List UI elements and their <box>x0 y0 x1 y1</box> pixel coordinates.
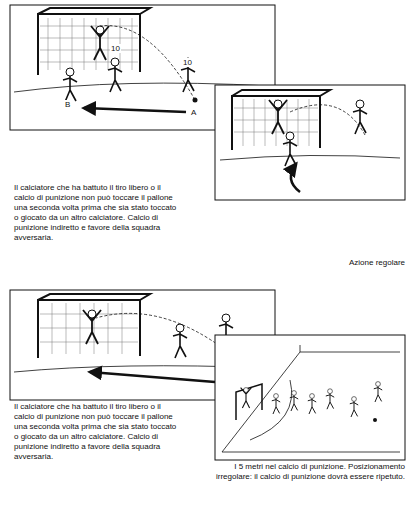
panel-3-part <box>96 313 228 352</box>
panel-2-part <box>283 132 297 166</box>
panel-1-part <box>40 18 138 70</box>
panel-4-part-part <box>241 388 252 408</box>
panel-4 <box>215 335 405 460</box>
rule-note: Il calciatore che ha battuto il tiro lib… <box>14 402 179 462</box>
panel-1-part <box>63 68 77 102</box>
panel-2-part <box>232 90 330 150</box>
point-letter: B <box>64 100 71 109</box>
panel-4-part-part <box>308 394 316 414</box>
panel-4-part <box>250 380 292 440</box>
jersey-number: 10 <box>182 58 193 67</box>
panel-1-part <box>84 108 186 112</box>
panel-1-part <box>38 8 150 75</box>
panel-2-part <box>290 105 365 135</box>
panel-4-part <box>373 418 377 422</box>
panel-4-part-part <box>272 394 280 414</box>
panel-4-part-part <box>374 382 382 402</box>
panel-3-part <box>173 324 187 358</box>
panel-4-part <box>215 335 405 460</box>
panel-2 <box>215 85 405 200</box>
panel-3-part <box>40 303 138 354</box>
panel-2-part <box>220 155 400 160</box>
point-letter: A <box>190 108 197 117</box>
panel-4-part <box>241 382 383 417</box>
panel-4-part-part <box>326 389 334 409</box>
panel-1-part <box>91 26 109 60</box>
caption-note: I 5 metri nel calcio di punizione. Posiz… <box>205 462 405 482</box>
panel-2-part <box>234 99 318 146</box>
jersey-number: 10 <box>110 44 121 53</box>
panel-2-part <box>291 164 300 192</box>
panel-1-part <box>181 58 195 92</box>
panel-2-part <box>269 100 287 134</box>
caption-note: Azione regolare <box>270 258 405 268</box>
panel-3-part <box>38 294 150 358</box>
panel-1-part <box>193 98 198 103</box>
panel-1-part <box>108 58 122 92</box>
panel-2-part <box>215 85 405 200</box>
panel-4-part-part <box>350 397 358 417</box>
rule-note: Il calciatore che ha battuto il tiro lib… <box>14 183 179 243</box>
panel-3-part <box>83 310 101 344</box>
panel-2-part <box>353 100 367 134</box>
panel-1-part <box>100 26 195 100</box>
panel-4-part <box>236 384 262 420</box>
panel-4-part <box>222 345 400 452</box>
panel-4-part-part <box>290 391 298 411</box>
panel-3-part <box>90 372 215 382</box>
